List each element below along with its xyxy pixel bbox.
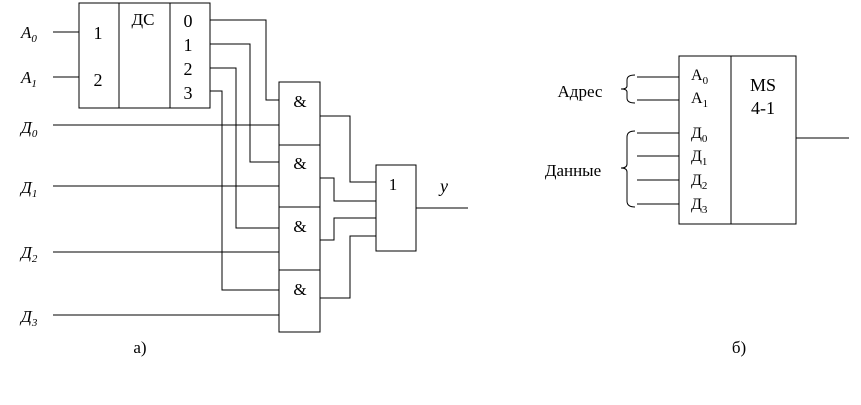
- and-gates: & & & &: [278, 81, 321, 333]
- mux-chip-title: MS: [750, 75, 776, 95]
- decoder-block: ДС 1 2 0 1 2 3: [78, 2, 211, 109]
- diagram-b: MS 4-1 A0 A1 Д0 Д1 Д2 Д3 Адрес Данные б): [545, 55, 849, 357]
- mux-pin-d3: Д3: [691, 196, 708, 216]
- mux-pin-d1: Д1: [691, 148, 707, 168]
- data-label-d3: Д3: [19, 307, 38, 329]
- decoder-output-label-3: 3: [184, 83, 193, 103]
- decoder-input-label-2: 2: [94, 70, 103, 90]
- mux-pin-a0: A0: [691, 67, 709, 87]
- and-gate-0-symbol: &: [293, 92, 306, 111]
- mux-pin-d2: Д2: [691, 172, 707, 192]
- decoder-title: ДС: [132, 10, 155, 29]
- decoder-output-label-0: 0: [184, 11, 193, 31]
- data-label-d1: Д1: [19, 178, 37, 200]
- decoder-output-label-2: 2: [184, 59, 193, 79]
- and-output-wires: [320, 115, 376, 299]
- address-group-label: Адрес: [558, 82, 603, 101]
- wire-dc2-and2: [210, 67, 279, 229]
- data-group-label: Данные: [545, 161, 601, 180]
- wire-dc1-and1: [210, 43, 279, 163]
- address-brace: [620, 74, 636, 104]
- and-gate-3-symbol: &: [293, 280, 306, 299]
- output-label-y: y: [438, 176, 448, 196]
- and-gate-2-symbol: &: [293, 217, 306, 236]
- data-brace: [620, 130, 636, 208]
- decoder-input-label-1: 1: [94, 23, 103, 43]
- mux-pin-a1: A1: [691, 90, 708, 110]
- address-label-a0: A0: [20, 23, 37, 45]
- address-label-a1: A1: [20, 68, 37, 90]
- or-gate: 1 y: [375, 164, 468, 252]
- decoder-box: [78, 2, 211, 109]
- address-inputs: A0 A1: [20, 23, 79, 90]
- decoder-output-label-1: 1: [184, 35, 193, 55]
- decoder-output-wires: [210, 19, 279, 291]
- wire-dc0-and0: [210, 19, 279, 101]
- wire-and1-or: [320, 177, 376, 202]
- caption-a: а): [133, 338, 146, 357]
- data-label-d0: Д0: [19, 118, 38, 140]
- or-gate-symbol: 1: [389, 175, 398, 194]
- diagram-a: ДС 1 2 0 1 2 3 A0 A1 Д0 Д1 Д2 Д3: [19, 2, 468, 357]
- wire-and2-or: [320, 217, 376, 241]
- data-label-d2: Д2: [19, 243, 38, 265]
- caption-b: б): [732, 338, 746, 357]
- mux-pin-d0: Д0: [691, 125, 708, 145]
- mux-chip-box: [678, 55, 797, 225]
- data-inputs: Д0 Д1 Д2 Д3: [19, 118, 279, 329]
- mux-chip-subtitle: 4-1: [751, 98, 775, 118]
- wire-and3-or: [320, 235, 376, 299]
- and-gate-1-symbol: &: [293, 154, 306, 173]
- wire-dc3-and3: [210, 90, 279, 291]
- wire-and0-or: [320, 115, 376, 183]
